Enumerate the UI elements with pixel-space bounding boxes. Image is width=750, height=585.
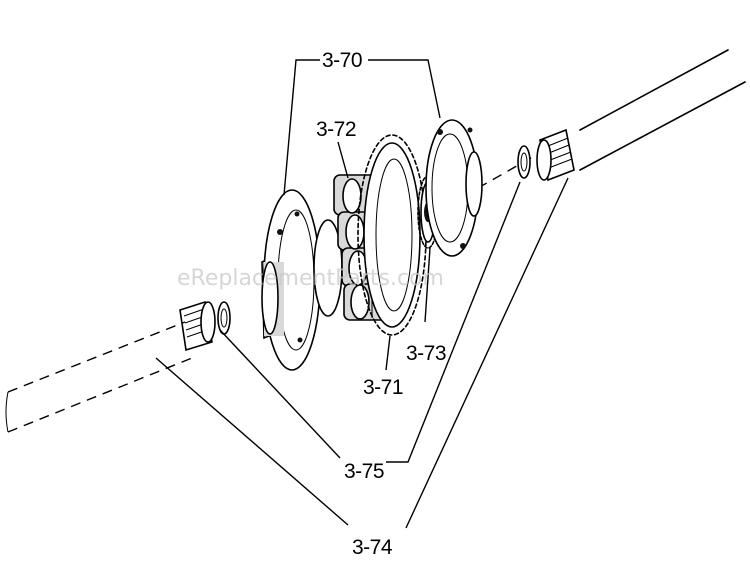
part-label-3-72: 3-72 bbox=[316, 118, 356, 141]
shaft-right bbox=[477, 49, 746, 189]
part-label-3-73: 3-73 bbox=[406, 342, 446, 365]
part-label-3-71: 3-71 bbox=[363, 376, 403, 399]
part-label-3-70: 3-70 bbox=[322, 49, 362, 72]
part-label-3-75: 3-75 bbox=[344, 460, 384, 483]
housing-half-right bbox=[425, 119, 483, 257]
shaft-left bbox=[5, 321, 193, 433]
watermark-text: eReplacementParts.com bbox=[177, 266, 444, 291]
part-label-3-74: 3-74 bbox=[352, 536, 393, 559]
spline-coupling-right bbox=[536, 128, 575, 182]
spline-coupling-left bbox=[179, 300, 216, 352]
housing-half-left bbox=[261, 189, 321, 371]
washer-right bbox=[517, 145, 531, 179]
leader-lines bbox=[155, 59, 569, 529]
washer-left bbox=[217, 301, 231, 335]
